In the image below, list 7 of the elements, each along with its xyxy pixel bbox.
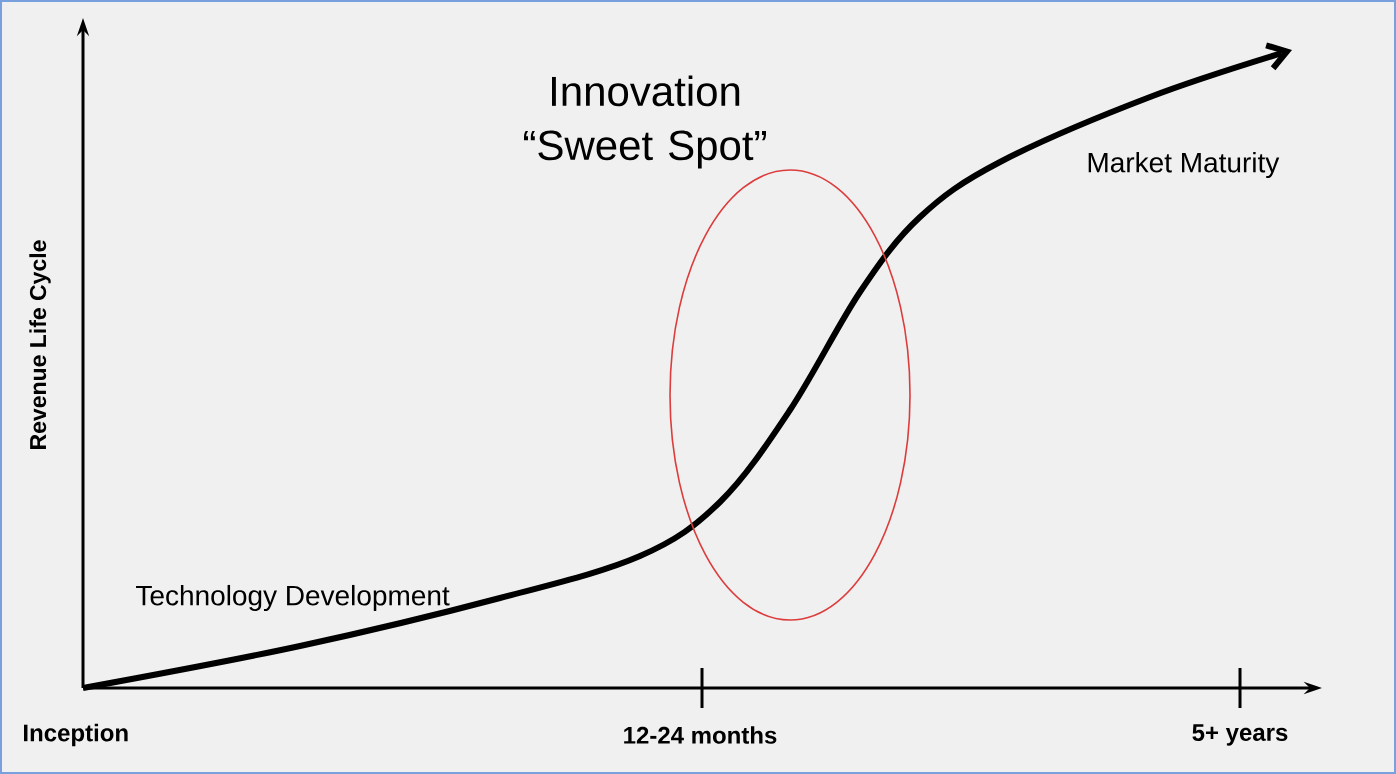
axis-label: Revenue Life Cycle: [29, 240, 51, 449]
axis-tick-label: Inception: [24, 723, 128, 747]
axis-tick-label: 5+ years: [1192, 724, 1288, 746]
axis-tick-label: 12-24 months: [624, 726, 777, 744]
heading: Innovation “Sweet Spot”: [524, 75, 766, 169]
stage-label: Market Maturity: [1088, 151, 1280, 179]
stage-label: Technology Development: [136, 584, 450, 612]
